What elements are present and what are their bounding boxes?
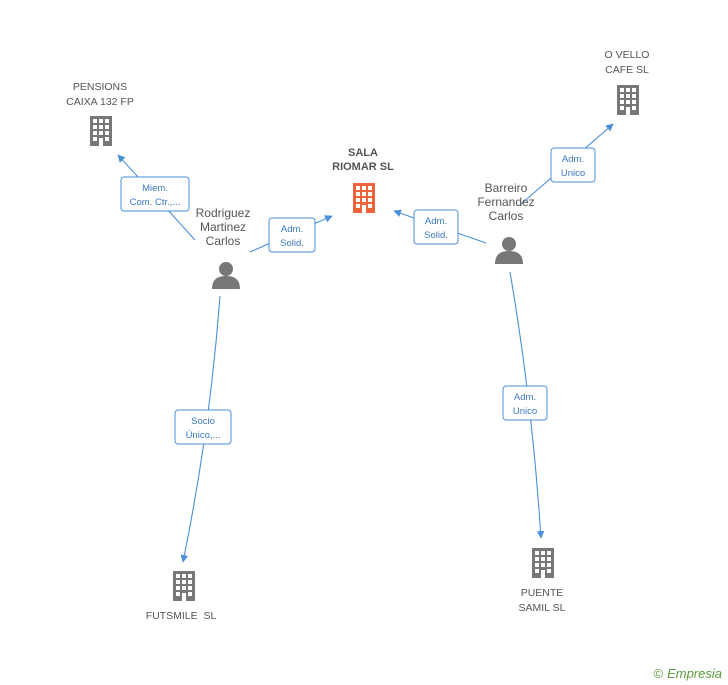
relation-bar-puente-line2: Unico: [513, 406, 537, 417]
company-node-futsmile[interactable]: FUTSMILE SL: [146, 571, 217, 622]
company-ovello-name-line2: CAFE SL: [605, 64, 649, 76]
relation-badge-bar-puente[interactable]: Adm. Unico: [502, 385, 548, 421]
company-node-main[interactable]: SALA RIOMAR SL: [332, 147, 394, 213]
person-barreiro-name-line1: Barreiro: [485, 181, 528, 195]
company-pensions-name-line2: CAIXA 132 FP: [66, 96, 134, 108]
relation-rod-futsmile-line1: Socio: [191, 416, 215, 427]
person-barreiro-name-line3: Carlos: [489, 209, 524, 223]
company-puente-name-line1: PUENTE: [521, 587, 564, 599]
company-node-pensions[interactable]: PENSIONS CAIXA 132 FP: [66, 81, 134, 146]
person-node-rodriguez[interactable]: Rodriguez Martinez Carlos: [196, 206, 251, 289]
relation-rod-main-line2: Solid.: [280, 238, 304, 249]
footer-brand: ©Empresia: [653, 666, 722, 681]
person-rodriguez-name-line2: Martinez: [200, 220, 246, 234]
company-node-puente[interactable]: PUENTE SAMIL SL: [519, 548, 566, 614]
company-node-ovello[interactable]: O VELLO CAFE SL: [605, 49, 650, 115]
relation-bar-main-line1: Adm.: [425, 216, 447, 227]
building-icon: [173, 571, 195, 601]
company-puente-name-line2: SAMIL SL: [519, 602, 566, 614]
building-icon: [617, 85, 639, 115]
person-barreiro-name-line2: Fernandez: [477, 195, 534, 209]
relation-badge-rod-main[interactable]: Adm. Solid.: [268, 217, 316, 253]
person-node-barreiro[interactable]: Barreiro Fernandez Carlos: [477, 181, 535, 264]
person-rodriguez-name-line3: Carlos: [206, 234, 241, 248]
relation-badge-bar-ovello[interactable]: Adm. Unico: [550, 147, 596, 183]
copyright-symbol: ©: [653, 666, 664, 681]
relation-bar-ovello-line2: Unico: [561, 168, 585, 179]
company-ovello-name-line1: O VELLO: [605, 49, 650, 61]
company-pensions-name-line1: PENSIONS: [73, 81, 127, 93]
building-icon: [90, 116, 112, 146]
relation-rod-main-line1: Adm.: [281, 224, 303, 235]
person-icon: [495, 237, 523, 264]
relation-bar-ovello-line1: Adm.: [562, 154, 584, 165]
relation-rod-pensions-line1: Miem.: [142, 183, 168, 194]
relation-rod-pensions-line2: Com. Ctr.,...: [130, 197, 181, 208]
company-main-name-line1: SALA: [348, 147, 378, 159]
person-icon: [212, 262, 240, 289]
relation-badge-rod-pensions[interactable]: Miem. Com. Ctr.,...: [120, 176, 190, 212]
company-futsmile-name-line1: FUTSMILE SL: [146, 610, 217, 622]
relation-bar-main-line2: Solid.: [424, 230, 448, 241]
company-main-name-line2: RIOMAR SL: [332, 161, 394, 173]
building-icon: [532, 548, 554, 578]
relation-rod-futsmile-line2: Único,...: [186, 430, 221, 441]
person-rodriguez-name-line1: Rodriguez: [196, 206, 251, 220]
brand-logo-text: Empresia: [667, 666, 722, 681]
relation-bar-puente-line1: Adm.: [514, 392, 536, 403]
building-icon: [353, 183, 375, 213]
relation-badge-rod-futsmile[interactable]: Socio Único,...: [174, 409, 232, 445]
relation-badge-bar-main[interactable]: Adm. Solid.: [413, 209, 459, 245]
